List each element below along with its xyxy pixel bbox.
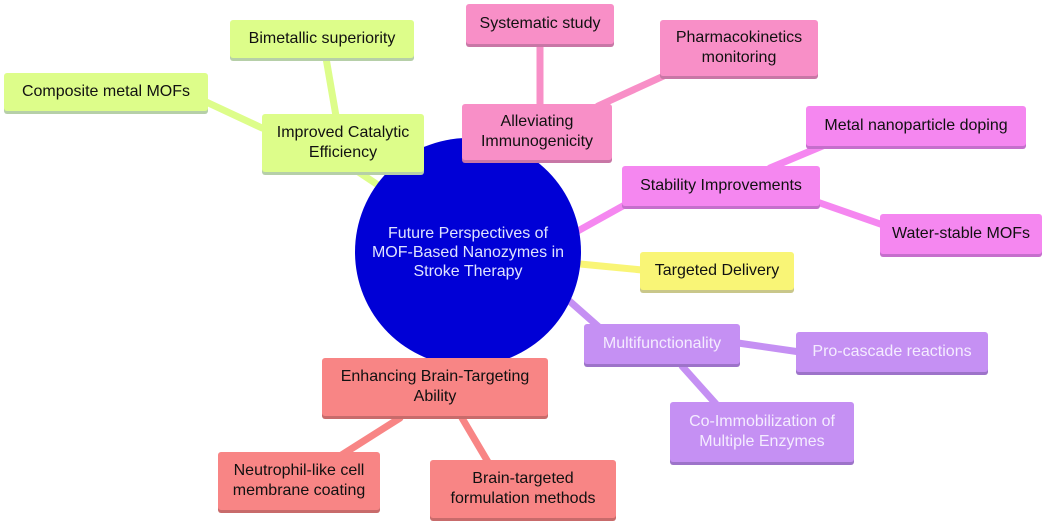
connector-doping xyxy=(766,138,836,172)
connector-composite xyxy=(198,96,266,132)
connector-neutrophil xyxy=(336,414,404,460)
node-metal-nanoparticle-doping: Metal nanoparticle doping xyxy=(806,106,1026,146)
node-neutrophil-coating: Neutrophil-like cell membrane coating xyxy=(218,452,380,510)
node-pro-cascade-reactions: Pro-cascade reactions xyxy=(796,332,988,372)
node-targeted-delivery: Targeted Delivery xyxy=(640,252,794,290)
node-enhancing-brain-targeting: Enhancing Brain-Targeting Ability xyxy=(322,358,548,416)
central-topic: Future Perspectives of MOF-Based Nanozym… xyxy=(355,138,581,366)
node-co-immobilization: Co-Immobilization of Multiple Enzymes xyxy=(670,402,854,462)
node-systematic-study: Systematic study xyxy=(466,4,614,44)
node-composite-metal-mofs: Composite metal MOFs xyxy=(4,73,208,111)
node-multifunctionality: Multifunctionality xyxy=(584,324,740,364)
node-improved-catalytic-efficiency: Improved Catalytic Efficiency xyxy=(262,114,424,172)
connector-stability xyxy=(572,198,634,236)
connector-bimetallic xyxy=(322,54,340,120)
node-water-stable-mofs: Water-stable MOFs xyxy=(880,214,1042,254)
connector-formulation xyxy=(458,414,492,466)
connector-coimmob xyxy=(678,362,720,408)
connector-pharma xyxy=(594,70,672,110)
node-brain-targeted-formulation: Brain-targeted formulation methods xyxy=(430,460,616,518)
connector-cascade xyxy=(734,339,804,356)
connector-multi xyxy=(562,294,604,332)
node-pharmacokinetics-monitoring: Pharmacokinetics monitoring xyxy=(660,20,818,76)
node-bimetallic-superiority: Bimetallic superiority xyxy=(230,20,414,58)
connector-targeted xyxy=(576,260,646,274)
node-alleviating-immunogenicity: Alleviating Immunogenicity xyxy=(462,104,612,160)
node-stability-improvements: Stability Improvements xyxy=(622,166,820,206)
